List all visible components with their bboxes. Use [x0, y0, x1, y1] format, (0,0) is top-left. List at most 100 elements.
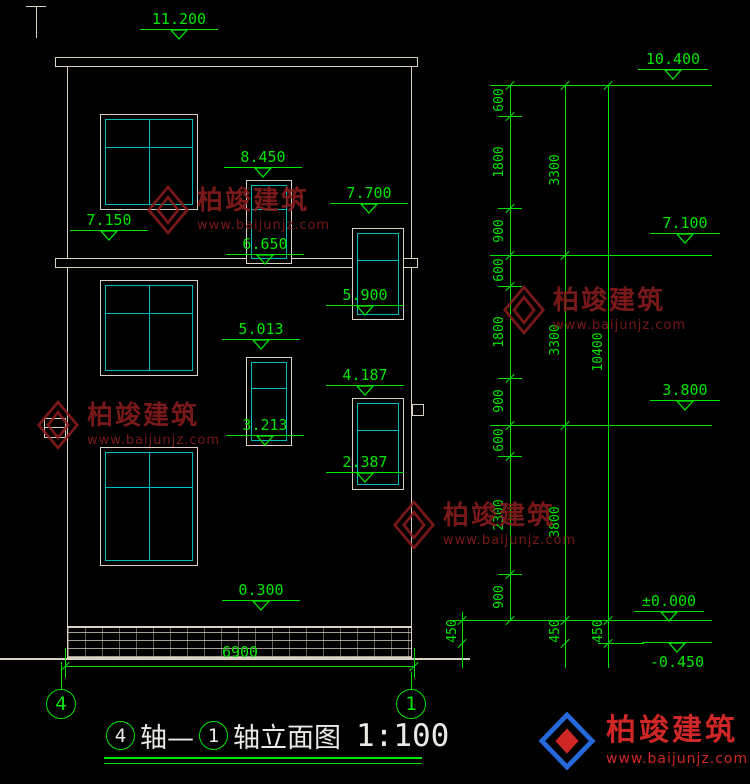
elevation-value: 5.900: [342, 286, 388, 304]
window-mullion-h: [358, 259, 398, 261]
axis-leader-line: [411, 672, 412, 689]
title-underline: [104, 763, 422, 764]
window: [100, 280, 198, 376]
dimension-line: [462, 612, 463, 668]
level-marker: 3.800: [650, 381, 720, 411]
watermark-text: 柏竣建筑 www.baijunjz.com: [87, 402, 220, 448]
watermark-text: 柏竣建筑 www.baijunjz.com: [197, 187, 330, 233]
exterior-wall: [67, 66, 412, 627]
elevation-triangle-icon: [100, 230, 118, 241]
title-text: 轴—: [140, 723, 194, 754]
elevation-value: 8.450: [240, 148, 286, 166]
brand-name: 柏竣建筑: [606, 713, 738, 748]
watermark-url: www.baijunjz.com: [197, 218, 331, 233]
window-mullion-v: [149, 453, 150, 560]
elevation-value: 11.200: [151, 10, 207, 28]
window: [246, 357, 292, 446]
level-marker: 7.100: [650, 214, 720, 244]
level-value: -0.450: [649, 653, 705, 671]
dimension-value: 3300: [547, 154, 563, 186]
elevation-marker: 4.187: [326, 366, 404, 396]
extension-line: [65, 648, 66, 678]
watermark: 柏竣建筑 www.baijunjz.com: [36, 399, 220, 451]
title-underline: [104, 757, 422, 759]
elevation-marker: 2.387: [326, 453, 404, 483]
elevation-value: 7.150: [86, 211, 132, 229]
window-glass: [105, 285, 193, 371]
wall-fixture-left-line: [44, 427, 66, 428]
elevation-triangle-icon: [668, 642, 686, 653]
dimension-value: 900: [491, 219, 507, 243]
elevation-marker: 7.150: [70, 211, 148, 241]
floor-slab: [55, 258, 418, 268]
level-line: [490, 85, 712, 86]
window-glass: [357, 233, 399, 315]
ground-line: [0, 658, 470, 660]
watermark-name: 柏竣建筑: [553, 286, 666, 316]
window-mullion-v: [149, 120, 150, 204]
level-value: 3.800: [662, 381, 708, 399]
elevation-marker: 3.213: [226, 416, 304, 446]
watermark: 柏竣建筑 www.baijunjz.com: [146, 184, 330, 236]
level-line: [490, 425, 712, 426]
title-text: 轴立面图: [233, 723, 341, 754]
watermark-name: 柏竣建筑: [443, 501, 556, 531]
window-mullion-v: [149, 286, 150, 370]
window-glass: [251, 185, 287, 259]
dimension-value: 1800: [491, 146, 507, 178]
brand-url: www.baijunjz.com: [606, 751, 749, 767]
axis-bubble: 1: [396, 689, 426, 719]
dimension-value: 10400: [590, 332, 606, 372]
corner-mark: [36, 6, 37, 38]
window-glass: [105, 452, 193, 561]
watermark-text: 柏竣建筑 www.baijunjz.com: [443, 502, 576, 548]
axis-bubble: 4: [46, 689, 76, 719]
watermark-logo-icon: [502, 284, 546, 336]
watermark-logo-icon: [392, 499, 436, 551]
dimension-line: [65, 666, 414, 667]
watermark-text: 柏竣建筑 www.baijunjz.com: [553, 287, 686, 333]
elevation-marker: 11.200: [140, 10, 218, 40]
foundation-brick-band: [67, 627, 412, 658]
watermark-name: 柏竣建筑: [87, 401, 200, 431]
brand-logo-icon: [538, 712, 596, 770]
elevation-value: 7.700: [346, 184, 392, 202]
level-value: ±0.000: [641, 592, 697, 610]
elevation-triangle-icon: [664, 69, 682, 80]
elevation-triangle-icon: [660, 611, 678, 622]
elevation-marker: 5.900: [326, 286, 404, 316]
dimension-value: 900: [491, 389, 507, 413]
watermark-url: www.baijunjz.com: [87, 433, 221, 448]
level-value: 10.400: [645, 50, 701, 68]
elevation-triangle-icon: [252, 600, 270, 611]
window: [100, 447, 198, 566]
elevation-triangle-icon: [254, 167, 272, 178]
level-line: [598, 643, 644, 644]
title-axis-bubble: 4: [106, 721, 135, 750]
window: [352, 398, 404, 490]
dimension-value: 900: [491, 585, 507, 609]
dimension-value: 600: [491, 428, 507, 452]
dimension-value: 600: [491, 88, 507, 112]
axis-leader-line: [61, 662, 62, 689]
elevation-marker: 7.700: [330, 184, 408, 214]
elevation-triangle-icon: [256, 254, 274, 265]
elevation-triangle-icon: [170, 29, 188, 40]
brand-block: 柏竣建筑 www.baijunjz.com: [538, 712, 748, 770]
window: [100, 114, 198, 210]
wall-fixture-right: [412, 404, 424, 416]
elevation-triangle-icon: [252, 339, 270, 350]
drawing-title: 4 轴— 1 轴立面图 1:100: [106, 716, 449, 755]
level-value: 7.100: [662, 214, 708, 232]
elevation-marker: 8.450: [224, 148, 302, 178]
watermark-logo-icon: [146, 184, 190, 236]
window-mullion-h: [252, 387, 286, 389]
dimension-line: [565, 85, 566, 668]
watermark-url: www.baijunjz.com: [443, 533, 577, 548]
elevation-marker: 6.650: [226, 235, 304, 265]
elevation-triangle-icon: [356, 385, 374, 396]
window-glass: [357, 403, 399, 485]
dimension-value: 450: [590, 619, 606, 643]
watermark: 柏竣建筑 www.baijunjz.com: [502, 284, 686, 336]
